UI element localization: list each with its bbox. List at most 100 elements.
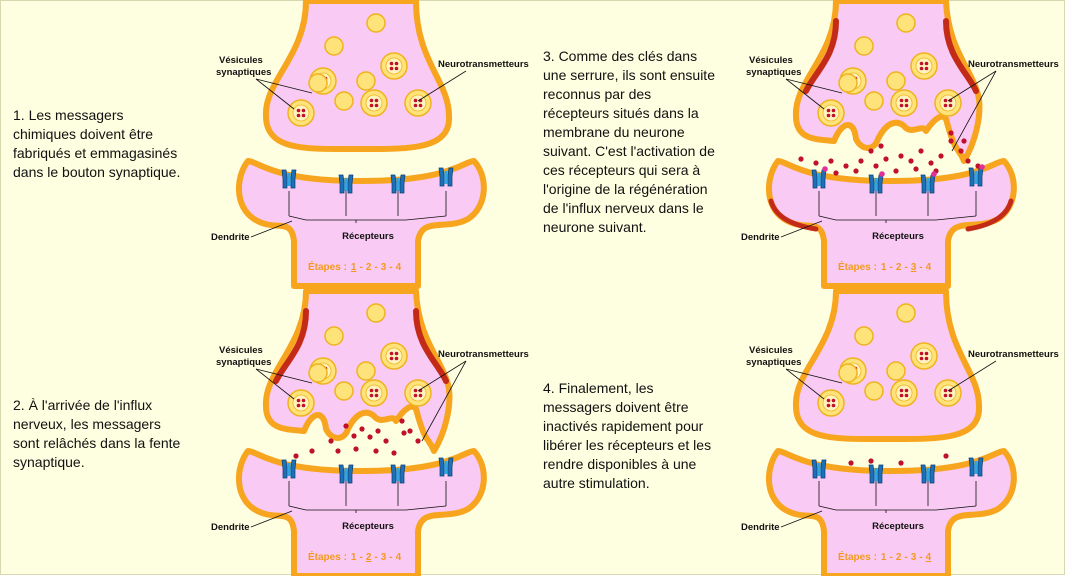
step-link-3[interactable]: 3: [381, 552, 387, 563]
neurotransmitter-dot: [832, 109, 836, 113]
vesicles-label: Vésicules: [749, 345, 793, 356]
step2-line: sont relâchés dans la fente: [13, 434, 213, 453]
presynaptic-terminal: [266, 1, 449, 149]
released-neurotransmitter: [309, 448, 314, 453]
released-neurotransmitter: [367, 434, 372, 439]
neurotransmitter-dot: [949, 104, 953, 108]
dendrite-label: Dendrite: [211, 522, 250, 533]
step3-line: ces récepteurs qui sera à: [543, 161, 743, 180]
neurotransmitter-dot: [297, 399, 301, 403]
neurotransmitter-dot: [395, 62, 399, 66]
step3-line: de l'influx nerveux dans le: [543, 199, 743, 218]
synaptic-vesicle: [361, 90, 387, 116]
synaptic-vesicle: [325, 327, 343, 345]
step2-line: nerveux, les messagers: [13, 415, 213, 434]
neurotransmitter-dot: [905, 104, 909, 108]
synaptic-vesicle: [405, 380, 431, 406]
synaptic-vesicle: [935, 90, 961, 116]
released-neurotransmitter: [893, 168, 898, 173]
released-neurotransmitter: [343, 423, 348, 428]
released-neurotransmitter: [853, 168, 858, 173]
released-neurotransmitter: [958, 148, 963, 153]
released-neurotransmitter: [399, 418, 404, 423]
released-neurotransmitter: [373, 448, 378, 453]
step-link-4[interactable]: 4: [926, 552, 932, 563]
dendrite-label: Dendrite: [741, 522, 780, 533]
step-link-1[interactable]: 1: [351, 262, 357, 273]
step3-line: suivant. C'est l'activation de: [543, 142, 743, 161]
neurotransmitter-dot: [944, 99, 948, 103]
step-separator: -: [374, 552, 377, 563]
step-link-3[interactable]: 3: [911, 262, 917, 273]
released-neurotransmitter: [328, 438, 333, 443]
released-neurotransmitter: [351, 433, 356, 438]
neurotransmitter-dot: [944, 389, 948, 393]
synapse-svg: VésiculessynaptiquesNeurotransmetteursDe…: [736, 291, 1065, 576]
synaptic-vesicle: [897, 14, 915, 32]
neurotransmitter-dot: [949, 394, 953, 398]
step-link-1[interactable]: 1: [881, 552, 887, 563]
released-neurotransmitter: [335, 448, 340, 453]
steps-prefix: Étapes :: [308, 260, 347, 273]
step-separator: -: [904, 262, 907, 273]
synaptic-vesicle: [855, 327, 873, 345]
neurotransmitter-dot: [925, 352, 929, 356]
synapse-svg: VésiculessynaptiquesNeurotransmetteursDe…: [206, 291, 536, 576]
neurotransmitter-dot: [944, 394, 948, 398]
neurotransmitter-dot: [302, 399, 306, 403]
released-neurotransmitter: [868, 148, 873, 153]
step-separator: -: [919, 552, 922, 563]
step-link-4[interactable]: 4: [926, 262, 932, 273]
neurotransmitter-dot: [375, 389, 379, 393]
step4-line: messagers doivent être: [543, 398, 743, 417]
synaptic-vesicle: [897, 304, 915, 322]
step3-line: 3. Comme des clés dans: [543, 47, 743, 66]
released-neurotransmitter: [293, 453, 298, 458]
step-separator: -: [389, 552, 392, 563]
synapse-panel-step4: VésiculessynaptiquesNeurotransmetteursDe…: [736, 291, 1065, 576]
step-link-2[interactable]: 2: [366, 262, 372, 273]
synaptic-vesicle: [865, 382, 883, 400]
step-link-1[interactable]: 1: [351, 552, 357, 563]
neurotransmitter-dot: [832, 399, 836, 403]
released-neurotransmitter: [873, 163, 878, 168]
released-neurotransmitter: [828, 158, 833, 163]
neurotransmitter-dot: [827, 399, 831, 403]
step3-line: une serrure, ils sont ensuite: [543, 66, 743, 85]
step-link-4[interactable]: 4: [396, 552, 402, 563]
released-neurotransmitter: [813, 160, 818, 165]
released-neurotransmitter: [943, 453, 948, 458]
step-link-1[interactable]: 1: [881, 262, 887, 273]
synaptic-vesicle: [325, 37, 343, 55]
neurotransmitter-dot: [302, 114, 306, 118]
receptor-icon: [339, 465, 353, 483]
released-neurotransmitter: [401, 430, 406, 435]
neurotransmitter-dot: [827, 404, 831, 408]
step-link-3[interactable]: 3: [911, 552, 917, 563]
neurotransmitter-dot: [920, 62, 924, 66]
released-neurotransmitter: [898, 460, 903, 465]
released-neurotransmitter: [391, 450, 396, 455]
step-link-4[interactable]: 4: [396, 262, 402, 273]
neurotransmitter-dot: [390, 62, 394, 66]
synaptic-vesicle: [361, 380, 387, 406]
released-neurotransmitter: [938, 153, 943, 158]
synaptic-vesicle: [818, 100, 844, 126]
step3-line: membrane du neurone: [543, 123, 743, 142]
synaptic-vesicle: [335, 92, 353, 110]
neurotransmitter-dot: [827, 109, 831, 113]
step-link-2[interactable]: 2: [896, 552, 902, 563]
step2-description: 2. À l'arrivée de l'influx nerveux, les …: [13, 396, 213, 472]
step-link-2[interactable]: 2: [896, 262, 902, 273]
synaptic-vesicle: [288, 390, 314, 416]
neurotransmitter-dot: [395, 67, 399, 71]
released-neurotransmitter: [798, 156, 803, 161]
step-link-2[interactable]: 2: [366, 552, 372, 563]
step-link-3[interactable]: 3: [381, 262, 387, 273]
step-separator: -: [889, 552, 892, 563]
vesicles-label: Vésicules: [219, 345, 263, 356]
step-separator: -: [889, 262, 892, 273]
synaptic-vesicle: [309, 364, 327, 382]
neurotransmitter-dot: [925, 67, 929, 71]
